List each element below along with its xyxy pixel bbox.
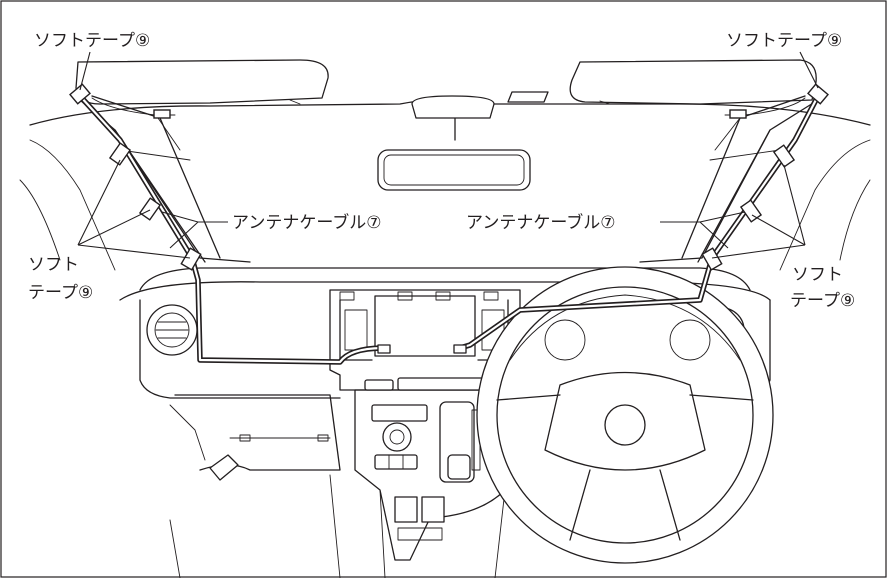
- soft-tape-left-top: [69, 83, 91, 105]
- left-antenna-cable: [77, 93, 388, 365]
- label-soft-tape-right-2: テープ⑨: [790, 291, 855, 311]
- audio-display: [371, 404, 428, 422]
- rear-view-mirror: [377, 149, 531, 191]
- leader-antenna-left: [161, 211, 228, 249]
- soft-tape-left-2: [138, 197, 162, 221]
- leader-soft-tape-right: [711, 164, 806, 259]
- soft-tape-right-top: [807, 83, 829, 105]
- label-soft-tape-top-left: ソフトテープ⑨: [34, 31, 150, 51]
- mirror-mount: [411, 95, 495, 119]
- soft-tape-right-2: [739, 199, 763, 223]
- audio-knob: [382, 422, 412, 452]
- right-antenna-cable: [457, 93, 821, 351]
- windshield-right-edge: [639, 129, 771, 263]
- label-soft-tape-right-1: ソフト: [792, 265, 843, 285]
- label-soft-tape-left-1: ソフト: [28, 255, 79, 275]
- soft-tape-left-1: [108, 142, 132, 166]
- dashboard-top: [139, 267, 751, 291]
- leader-soft-tape-top-left: [79, 51, 91, 91]
- glovebox: [174, 394, 341, 471]
- label-soft-tape-left-2: テープ⑨: [28, 283, 93, 303]
- label-antenna-cable-left: アンテナケーブル⑦: [232, 212, 382, 233]
- leader-antenna-right: [660, 211, 746, 249]
- left-sun-visor: [75, 59, 329, 105]
- right-a-pillar: [697, 99, 819, 263]
- label-antenna-cable-right: アンテナケーブル⑦: [466, 212, 616, 233]
- right-sun-visor: [569, 59, 817, 105]
- leader-soft-tape-top-right: [799, 51, 819, 89]
- soft-tape-right-1: [772, 144, 796, 168]
- soft-tape-left-3: [180, 247, 202, 271]
- label-soft-tape-top-right: ソフトテープ⑨: [726, 31, 842, 51]
- leader-soft-tape-left: [77, 159, 191, 259]
- soft-tape-right-3: [701, 247, 723, 271]
